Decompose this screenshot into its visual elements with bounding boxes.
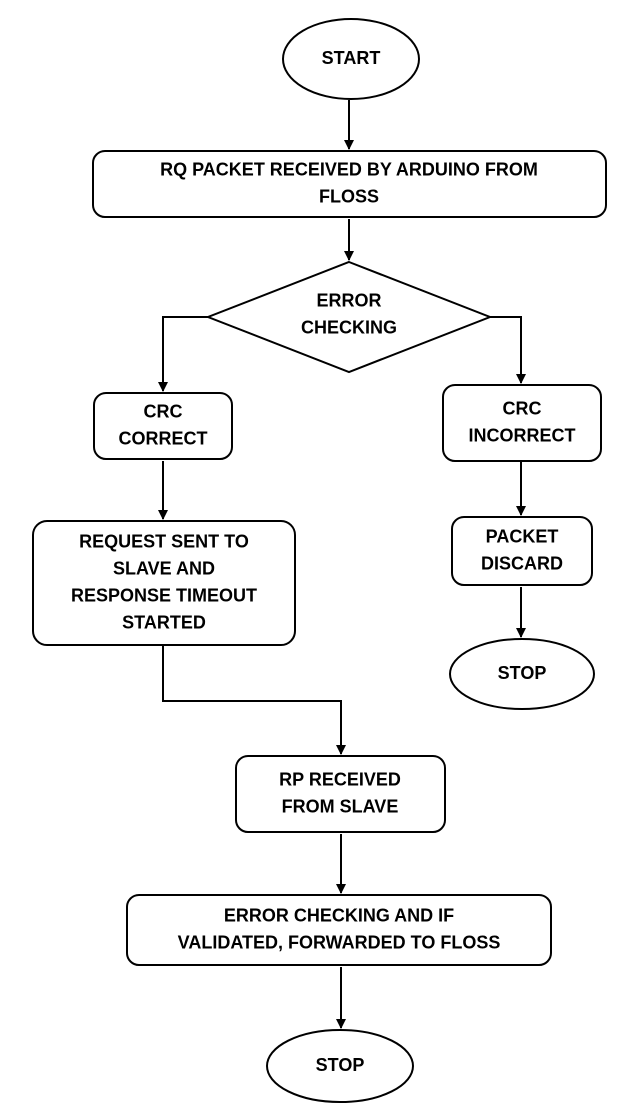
label-line: SLAVE AND bbox=[113, 558, 215, 578]
label-line: CRC bbox=[144, 401, 183, 421]
rp-received-box: RP RECEIVED FROM SLAVE bbox=[235, 755, 446, 833]
label-line: FROM SLAVE bbox=[282, 796, 399, 816]
error-check-forward-box: ERROR CHECKING AND IF VALIDATED, FORWARDE… bbox=[126, 894, 552, 966]
node-label-stop-right: STOP bbox=[498, 663, 547, 683]
node-label-rp-received: RP RECEIVED FROM SLAVE bbox=[279, 769, 401, 816]
node-label-crc-correct: CRC CORRECT bbox=[119, 401, 208, 448]
label-line: DISCARD bbox=[481, 553, 563, 573]
label-line: PACKET bbox=[486, 526, 559, 546]
label-line: CORRECT bbox=[119, 428, 208, 448]
label-line: RP RECEIVED bbox=[279, 769, 401, 789]
node-label-rq-received: RQ PACKET RECEIVED BY ARDUINO FROM FLOSS bbox=[160, 159, 538, 206]
label-line: INCORRECT bbox=[469, 425, 576, 445]
crc-incorrect-box: CRC INCORRECT bbox=[442, 384, 602, 462]
stop-terminal-bottom: STOP bbox=[266, 1029, 414, 1103]
start-terminal: START bbox=[282, 18, 420, 100]
label-line: START bbox=[322, 48, 381, 68]
packet-discard-box: PACKET DISCARD bbox=[451, 516, 593, 586]
label-line: ERROR bbox=[316, 290, 381, 310]
error-checking-decision: ERROR CHECKING bbox=[205, 260, 493, 374]
label-line: STARTED bbox=[122, 612, 206, 632]
node-label-stop-bottom: STOP bbox=[316, 1055, 365, 1075]
label-line: ERROR CHECKING AND IF bbox=[224, 905, 454, 925]
label-line: CHECKING bbox=[301, 317, 397, 337]
stop-terminal-right: STOP bbox=[449, 638, 595, 710]
label-line: REQUEST SENT TO bbox=[79, 531, 249, 551]
connectors bbox=[158, 100, 526, 1029]
edge-request-to-rp bbox=[162, 646, 346, 755]
node-label-error-check-2: ERROR CHECKING AND IF VALIDATED, FORWARDE… bbox=[178, 905, 501, 952]
node-label-packet-discard: PACKET DISCARD bbox=[481, 526, 563, 573]
edge-error-check-to-crc-incorrect bbox=[490, 316, 526, 384]
node-label-start: START bbox=[322, 48, 381, 68]
node-label-error-check-1: ERROR CHECKING bbox=[301, 290, 397, 337]
edge-error-check-to-crc-correct bbox=[158, 316, 208, 392]
label-line: STOP bbox=[316, 1055, 365, 1075]
rq-packet-received-box: RQ PACKET RECEIVED BY ARDUINO FROM FLOSS bbox=[92, 150, 607, 218]
node-label-crc-incorrect: CRC INCORRECT bbox=[469, 398, 576, 445]
label-line: CRC bbox=[503, 398, 542, 418]
label-line: VALIDATED, FORWARDED TO FLOSS bbox=[178, 932, 501, 952]
label-line: RESPONSE TIMEOUT bbox=[71, 585, 257, 605]
crc-correct-box: CRC CORRECT bbox=[93, 392, 233, 460]
node-label-request-sent: REQUEST SENT TO SLAVE AND RESPONSE TIMEOUT… bbox=[71, 531, 257, 632]
request-sent-box: REQUEST SENT TO SLAVE AND RESPONSE TIMEOUT… bbox=[32, 520, 296, 646]
label-line: RQ PACKET RECEIVED BY ARDUINO FROM bbox=[160, 159, 538, 179]
label-line: FLOSS bbox=[319, 186, 379, 206]
label-line: STOP bbox=[498, 663, 547, 683]
